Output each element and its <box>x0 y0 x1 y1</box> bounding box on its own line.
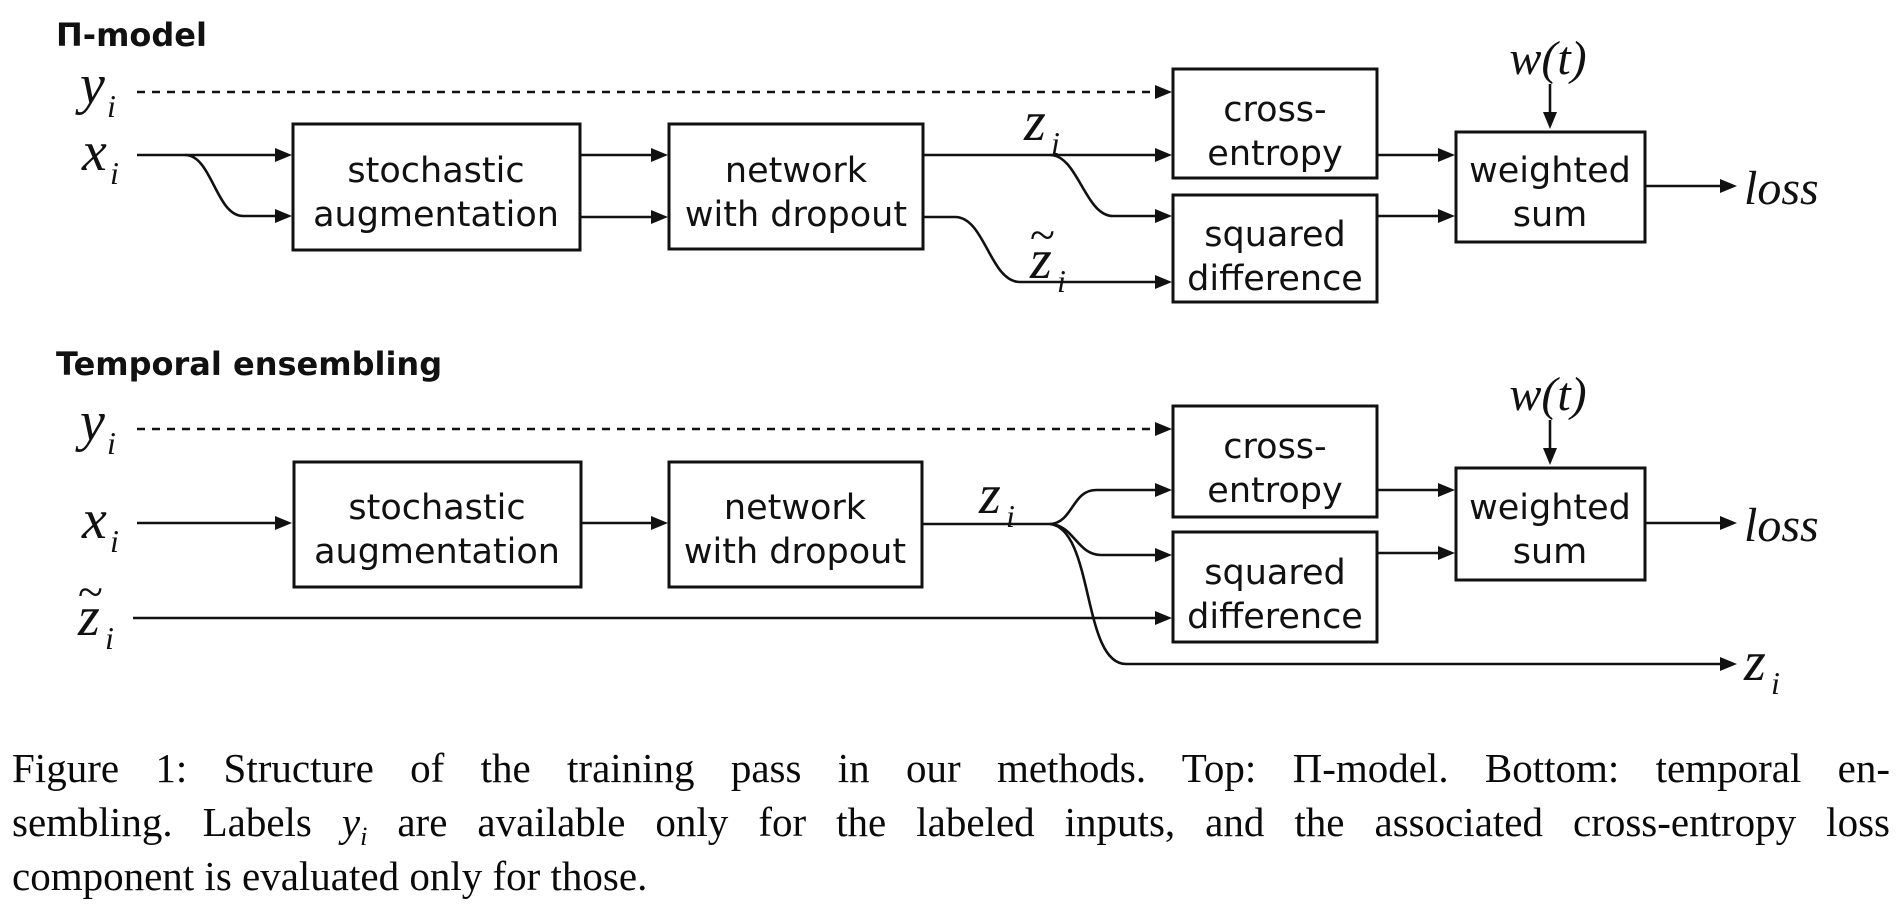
te-z-out-sub: i <box>1771 665 1780 701</box>
pi-model-title: Π-model <box>56 16 207 54</box>
caption-line-1: Figure 1: Structure of the training pass… <box>12 745 1890 791</box>
pi-z-sub: i <box>1051 125 1060 161</box>
pi-weighted-sum-label-2: sum <box>1513 195 1588 235</box>
caption-line-2-pre: sembling. Labels <box>12 799 342 845</box>
te-network-label-1: network <box>724 488 867 528</box>
te-ztilde-accent: ~ <box>78 566 103 617</box>
pi-network-label-2: with dropout <box>685 195 907 235</box>
pi-ztilde-arrow <box>923 215 1172 289</box>
pi-network-label-1: network <box>725 151 868 191</box>
caption-line-3: component is evaluated only for those. <box>12 853 648 899</box>
pi-z-label: z <box>1023 91 1046 153</box>
pi-x-label: x <box>81 121 107 183</box>
te-weighted-sum-label-2: sum <box>1513 532 1588 572</box>
pi-augmentation-box <box>291 122 582 252</box>
pi-wt-label: w(t) <box>1509 32 1586 85</box>
te-y-label: y <box>75 391 105 453</box>
pi-cross-entropy-box <box>1171 67 1379 180</box>
te-x-label: x <box>81 489 107 551</box>
te-z-label: z <box>978 464 1001 526</box>
pi-x-sub: i <box>110 155 119 191</box>
te-cross-entropy-label-2: entropy <box>1207 471 1342 511</box>
te-weighted-sum-label-1: weighted <box>1469 488 1631 528</box>
te-zi-output-arrow <box>1049 522 1737 671</box>
te-cross-entropy-box <box>1171 404 1379 519</box>
caption-math-y-sub: i <box>360 822 368 852</box>
pi-loss-label: loss <box>1744 162 1819 215</box>
te-network-label-2: with dropout <box>684 532 906 572</box>
pi-weighted-sum-label-1: weighted <box>1469 151 1631 191</box>
pi-zi-branch-arrow <box>1049 153 1172 223</box>
caption-line-2-post: are available only for the labeled input… <box>367 799 1890 845</box>
figure-caption: Figure 1: Structure of the training pass… <box>12 741 1890 903</box>
pi-y-sub: i <box>107 88 116 124</box>
te-squared-diff-label-2: difference <box>1187 597 1363 637</box>
pi-model-diagram: Π-model y i x i stochastic augmentation … <box>56 16 1819 304</box>
pi-cross-entropy-label-2: entropy <box>1207 134 1342 174</box>
te-zi-branch-sq-arrow <box>1049 522 1172 562</box>
te-augmentation-label-2: augmentation <box>314 532 560 572</box>
pi-network-box <box>667 122 925 251</box>
te-ztilde-label: z <box>77 586 100 648</box>
te-weighted-sum-box <box>1454 466 1647 582</box>
pi-squared-diff-label-2: difference <box>1187 259 1363 299</box>
pi-ztilde-label: z <box>1029 229 1052 291</box>
te-squared-diff-label-1: squared <box>1204 553 1345 593</box>
pi-y-label: y <box>75 54 105 116</box>
te-y-sub: i <box>107 425 116 461</box>
te-augmentation-label-1: stochastic <box>348 488 525 528</box>
pi-cross-entropy-label-1: cross- <box>1223 90 1326 130</box>
te-z-out-label: z <box>1743 631 1766 693</box>
temporal-ensembling-diagram: Temporal ensembling y i x i ~ z i stocha… <box>56 345 1819 701</box>
te-zi-branch-ce-arrow <box>1049 483 1172 526</box>
figure-diagram: Π-model y i x i stochastic augmentation … <box>56 16 1819 701</box>
pi-weighted-sum-box <box>1454 130 1647 244</box>
te-x-sub: i <box>110 523 119 559</box>
pi-squared-diff-box <box>1171 193 1379 304</box>
te-cross-entropy-label-1: cross- <box>1223 427 1326 467</box>
pi-ztilde-sub: i <box>1057 263 1066 299</box>
te-network-box <box>667 460 924 589</box>
temporal-title: Temporal ensembling <box>56 345 442 383</box>
te-loss-label: loss <box>1744 499 1819 552</box>
te-squared-diff-box <box>1171 530 1379 644</box>
pi-augmentation-label-2: augmentation <box>313 195 559 235</box>
te-z-sub: i <box>1006 498 1015 534</box>
caption-math-y: y <box>341 799 361 845</box>
pi-xi-arrow-lower <box>184 153 292 223</box>
pi-augmentation-label-1: stochastic <box>347 151 524 191</box>
pi-squared-diff-label-1: squared <box>1204 215 1345 255</box>
caption-line-2: sembling. Labels yi are available only f… <box>12 795 1890 852</box>
te-ztilde-sub: i <box>105 620 114 656</box>
te-augmentation-box <box>292 460 583 589</box>
pi-ztilde-accent: ~ <box>1030 209 1055 260</box>
te-wt-label: w(t) <box>1509 368 1586 421</box>
